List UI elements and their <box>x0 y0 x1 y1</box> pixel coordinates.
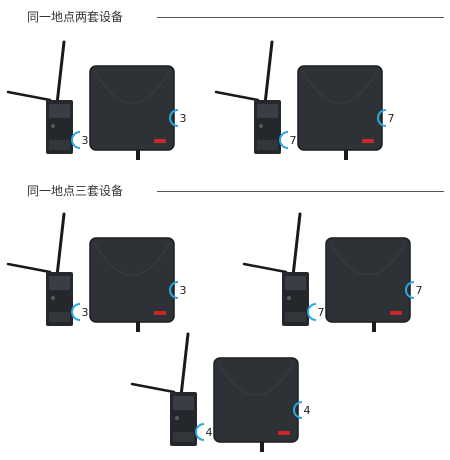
brand-label <box>154 139 166 143</box>
section-divider <box>157 191 444 192</box>
signal-badge-ring <box>279 131 289 149</box>
transmitter-plate <box>285 276 306 290</box>
transmitter-plate <box>257 104 278 118</box>
channel-number: 7 <box>318 306 325 319</box>
panel-antenna <box>325 237 411 323</box>
channel-number: 7 <box>290 134 297 147</box>
panel-pole <box>136 320 140 332</box>
signal-badge-ring <box>405 281 415 299</box>
transmitter-base <box>49 140 70 150</box>
vertical-antenna <box>291 212 302 278</box>
signal-badge-ring <box>169 109 179 127</box>
section-title: 同一地点两套设备 <box>27 10 124 24</box>
section-header-two-sets: 同一地点两套设备 <box>0 7 450 27</box>
signal-badge-ring <box>71 131 81 149</box>
signal-badge-ring <box>71 303 81 321</box>
signal-badge-ring <box>377 109 387 127</box>
panel-pole <box>372 320 376 332</box>
channel-number: 3 <box>180 284 187 297</box>
horizontal-antenna <box>130 382 176 394</box>
kit-illustration: 77 <box>214 40 395 160</box>
transmitter-knob <box>287 296 291 300</box>
channel-number: 4 <box>206 426 213 439</box>
vertical-antenna <box>263 40 274 106</box>
panel-curve <box>217 361 295 396</box>
kit-illustration: 33 <box>6 212 187 332</box>
horizontal-antenna <box>214 90 260 102</box>
kit-illustration: 33 <box>6 40 187 160</box>
panel-pole <box>260 440 264 452</box>
horizontal-antenna <box>6 262 52 274</box>
transmitter-plate <box>49 104 70 118</box>
transmitter-knob <box>51 124 55 128</box>
channel-number: 3 <box>82 134 89 147</box>
panel-antenna <box>297 65 383 151</box>
channel-number: 4 <box>304 404 311 417</box>
vertical-antenna <box>179 332 190 398</box>
horizontal-antenna <box>242 262 288 274</box>
transmitter-knob <box>51 296 55 300</box>
channel-number: 3 <box>82 306 89 319</box>
brand-label <box>362 139 374 143</box>
signal-badge-ring <box>307 303 317 321</box>
transmitter-base <box>285 312 306 322</box>
panel-antenna <box>89 237 175 323</box>
panel-antenna <box>89 65 175 151</box>
signal-badge-ring <box>169 281 179 299</box>
section-header-three-sets: 同一地点三套设备 <box>0 181 450 201</box>
transmitter-knob <box>175 416 179 420</box>
transmitter-base <box>173 432 194 442</box>
transmitter-base <box>257 140 278 150</box>
kit-illustration: 77 <box>242 212 423 332</box>
panel-curve <box>301 69 379 104</box>
section-title: 同一地点三套设备 <box>27 184 124 198</box>
panel-antenna <box>213 357 299 443</box>
vertical-antenna <box>55 40 66 106</box>
brand-label <box>154 311 166 315</box>
panel-pole <box>136 148 140 160</box>
channel-number: 7 <box>416 284 423 297</box>
transmitter-base <box>49 312 70 322</box>
transmitter-plate <box>49 276 70 290</box>
channel-number: 3 <box>180 112 187 125</box>
section-divider <box>157 17 444 18</box>
vertical-antenna <box>55 212 66 278</box>
signal-badge-ring <box>195 423 205 441</box>
horizontal-antenna <box>6 90 52 102</box>
panel-pole <box>344 148 348 160</box>
panel-curve <box>93 241 171 276</box>
panel-curve <box>93 69 171 104</box>
panel-curve <box>329 241 407 276</box>
brand-label <box>278 431 290 435</box>
transmitter-plate <box>173 396 194 410</box>
signal-badge-ring <box>293 401 303 419</box>
kit-illustration: 44 <box>130 332 311 452</box>
brand-label <box>390 311 402 315</box>
transmitter-knob <box>259 124 263 128</box>
channel-number: 7 <box>388 112 395 125</box>
